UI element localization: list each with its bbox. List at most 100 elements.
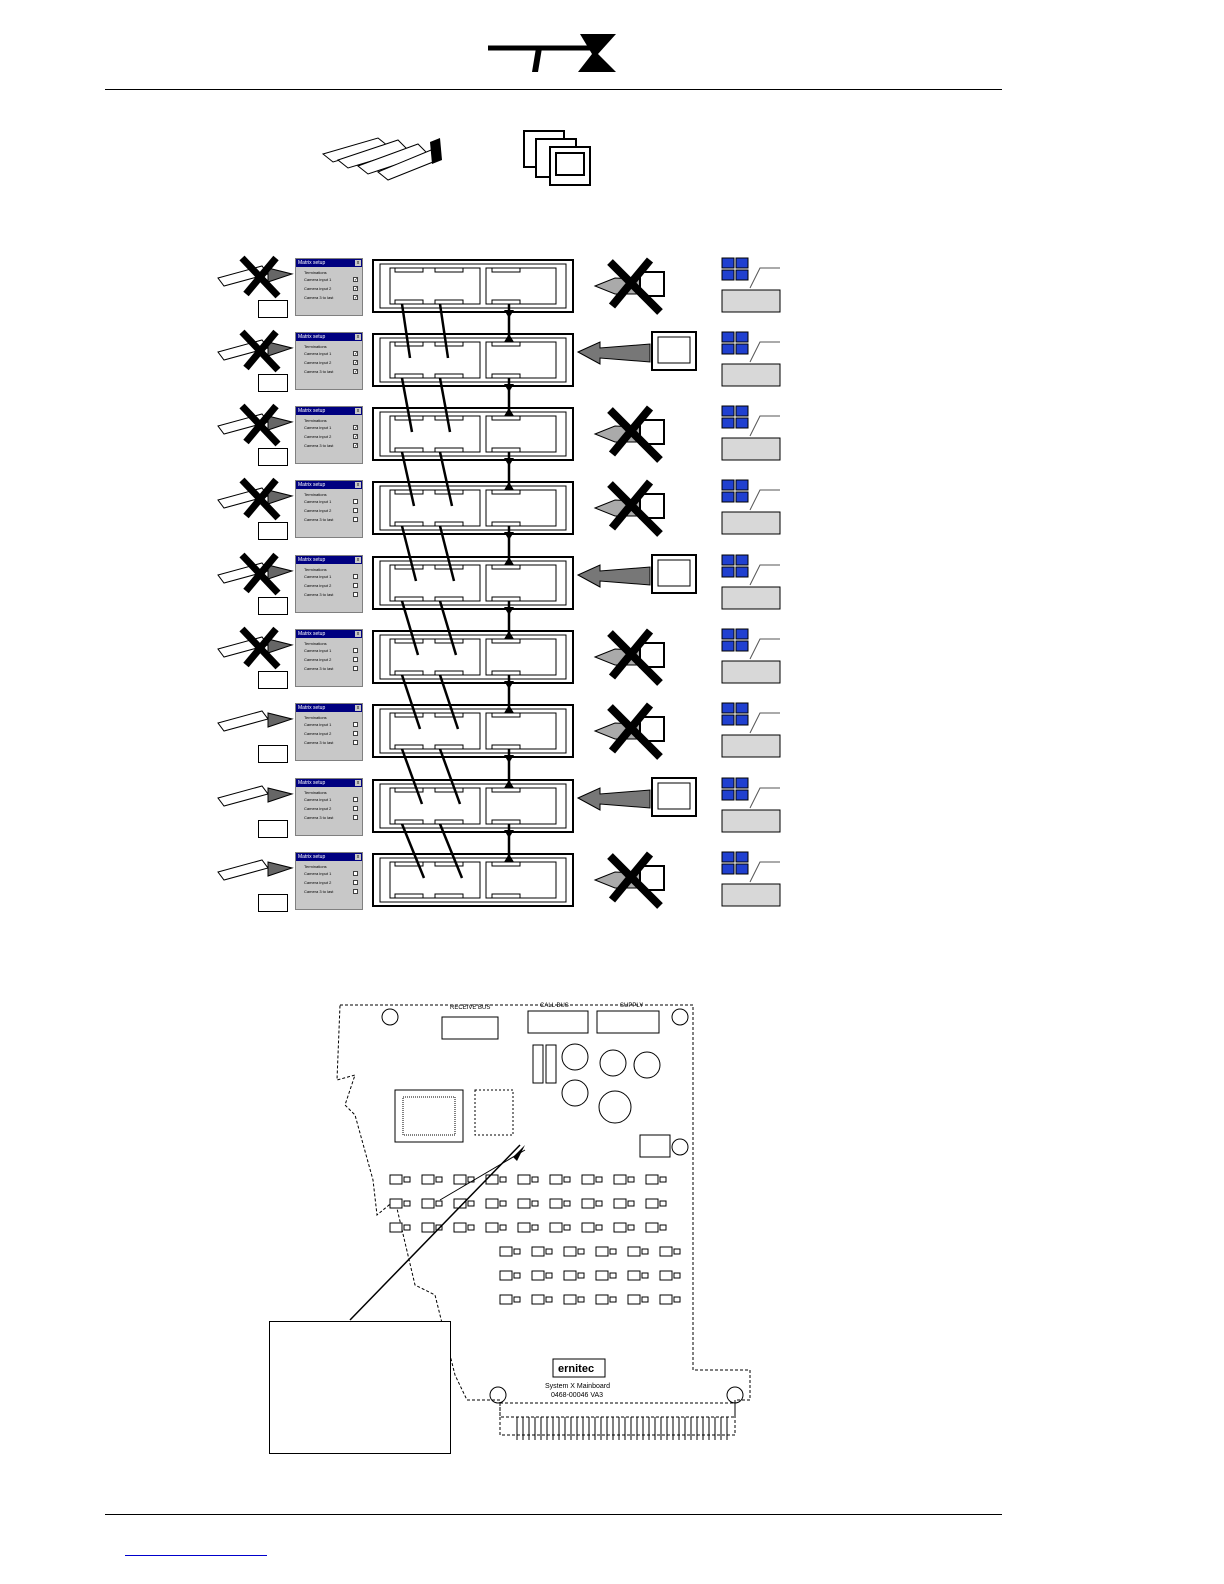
termination-checkbox[interactable] — [353, 731, 358, 736]
termination-row: Camera 3 to last — [296, 664, 362, 673]
crossed-out-icon — [239, 329, 281, 373]
dialog-close-button[interactable]: x — [355, 260, 361, 266]
termination-checkbox[interactable]: ✓ — [353, 295, 359, 301]
termination-checkbox[interactable] — [353, 499, 358, 504]
row-label-box — [258, 745, 288, 763]
termination-checkbox[interactable] — [353, 871, 358, 876]
termination-checkbox[interactable] — [353, 666, 358, 671]
matrix-rack-unit — [372, 853, 574, 907]
termination-label: Camera input 1 — [304, 574, 332, 579]
dialog-close-button[interactable]: x — [355, 408, 361, 414]
terminations-group-label: Terminations — [304, 492, 327, 497]
termination-label: Camera input 1 — [304, 648, 332, 653]
termination-row: Camera input 1 — [296, 720, 362, 729]
termination-row: Camera input 1 — [296, 497, 362, 506]
termination-label: Camera input 1 — [304, 277, 332, 282]
row-label-box — [258, 894, 288, 912]
dialog-close-button[interactable]: x — [355, 780, 361, 786]
termination-row: Camera 3 to last ✓ — [296, 293, 362, 302]
network-icon — [721, 628, 781, 684]
dialog-close-button[interactable]: x — [355, 557, 361, 563]
footer-link-underline[interactable] — [125, 1555, 267, 1556]
termination-label: Camera input 2 — [304, 583, 332, 588]
termination-checkbox[interactable] — [353, 517, 358, 522]
matrix-rack-unit — [372, 407, 574, 461]
matrix-rack-unit — [372, 779, 574, 833]
termination-checkbox[interactable]: ✓ — [353, 360, 359, 366]
termination-checkbox[interactable] — [353, 722, 358, 727]
monitor-icon — [651, 554, 697, 594]
termination-label: Camera input 2 — [304, 286, 332, 291]
termination-row: Camera input 2 — [296, 655, 362, 664]
dialog-close-button[interactable]: x — [355, 482, 361, 488]
row-label-box — [258, 671, 288, 689]
termination-checkbox[interactable] — [353, 815, 358, 820]
termination-row: Camera input 1✓ — [296, 349, 362, 358]
termination-label: Camera 3 to last — [304, 740, 334, 745]
termination-label: Camera input 2 — [304, 806, 332, 811]
camera-icon — [217, 859, 294, 881]
termination-checkbox[interactable]: ✓ — [353, 286, 359, 292]
termination-checkbox[interactable]: ✓ — [353, 351, 359, 357]
termination-label: Camera 3 to last — [304, 443, 334, 448]
dialog-close-button[interactable]: x — [355, 705, 361, 711]
termination-label: Camera 3 to last — [304, 889, 334, 894]
termination-checkbox[interactable] — [353, 889, 358, 894]
termination-label: Camera 3 to last — [304, 815, 334, 820]
termination-checkbox[interactable] — [353, 740, 358, 745]
row-label-box — [258, 300, 288, 318]
termination-row: Camera 3 to last — [296, 738, 362, 747]
monitor-icon — [651, 331, 697, 371]
termination-label: Camera 3 to last — [304, 592, 334, 597]
termination-checkbox[interactable] — [353, 648, 358, 653]
matrix-rack-unit — [372, 556, 574, 610]
termination-checkbox[interactable] — [353, 508, 358, 513]
pcb-connector-label-3: SUPPLY — [620, 1003, 643, 1009]
termination-checkbox[interactable] — [353, 592, 358, 597]
row-label-box — [258, 374, 288, 392]
termination-checkbox[interactable]: ✓ — [353, 277, 359, 283]
termination-checkbox[interactable]: ✓ — [353, 434, 359, 440]
termination-checkbox[interactable] — [353, 657, 358, 662]
termination-checkbox[interactable]: ✓ — [353, 369, 359, 375]
termination-label: Camera 3 to last — [304, 295, 334, 300]
termination-checkbox[interactable] — [353, 574, 358, 579]
callout-box — [269, 1321, 451, 1454]
dialog-close-button[interactable]: x — [355, 631, 361, 637]
dialog-close-button[interactable]: x — [355, 854, 361, 860]
dialog-close-button[interactable]: x — [355, 334, 361, 340]
termination-checkbox[interactable] — [353, 880, 358, 885]
row-label-box — [258, 448, 288, 466]
video-output-arrow — [576, 341, 651, 365]
crossed-out-icon — [607, 851, 663, 909]
monitor-stack-icon — [523, 130, 591, 186]
termination-checkbox[interactable]: ✓ — [353, 425, 359, 431]
termination-row: Camera 3 to last — [296, 515, 362, 524]
terminations-group-label: Terminations — [304, 344, 327, 349]
termination-checkbox[interactable]: ✓ — [353, 443, 359, 449]
header-logo — [488, 34, 616, 72]
termination-row: Camera input 2 — [296, 506, 362, 515]
termination-checkbox[interactable] — [353, 797, 358, 802]
network-icon — [721, 405, 781, 461]
termination-row: Camera input 1 — [296, 646, 362, 655]
crossed-out-icon — [239, 255, 281, 299]
monitor-icon — [651, 777, 697, 817]
crossed-out-icon — [607, 479, 663, 537]
termination-checkbox[interactable] — [353, 583, 358, 588]
network-icon — [721, 479, 781, 535]
termination-checkbox[interactable] — [353, 806, 358, 811]
terminations-group-label: Terminations — [304, 715, 327, 720]
